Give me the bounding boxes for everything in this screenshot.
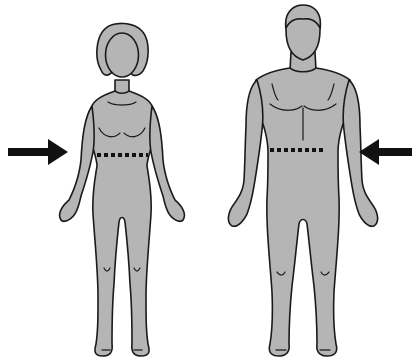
male-figure <box>228 5 377 356</box>
male-left-arm <box>228 80 262 226</box>
female-body <box>90 91 155 356</box>
arrow-right-icon <box>8 139 68 165</box>
female-figure <box>60 23 185 356</box>
female-head <box>106 33 139 77</box>
female-left-arm <box>60 106 95 221</box>
arrow-left-icon <box>359 139 412 165</box>
female-right-arm <box>150 106 185 221</box>
